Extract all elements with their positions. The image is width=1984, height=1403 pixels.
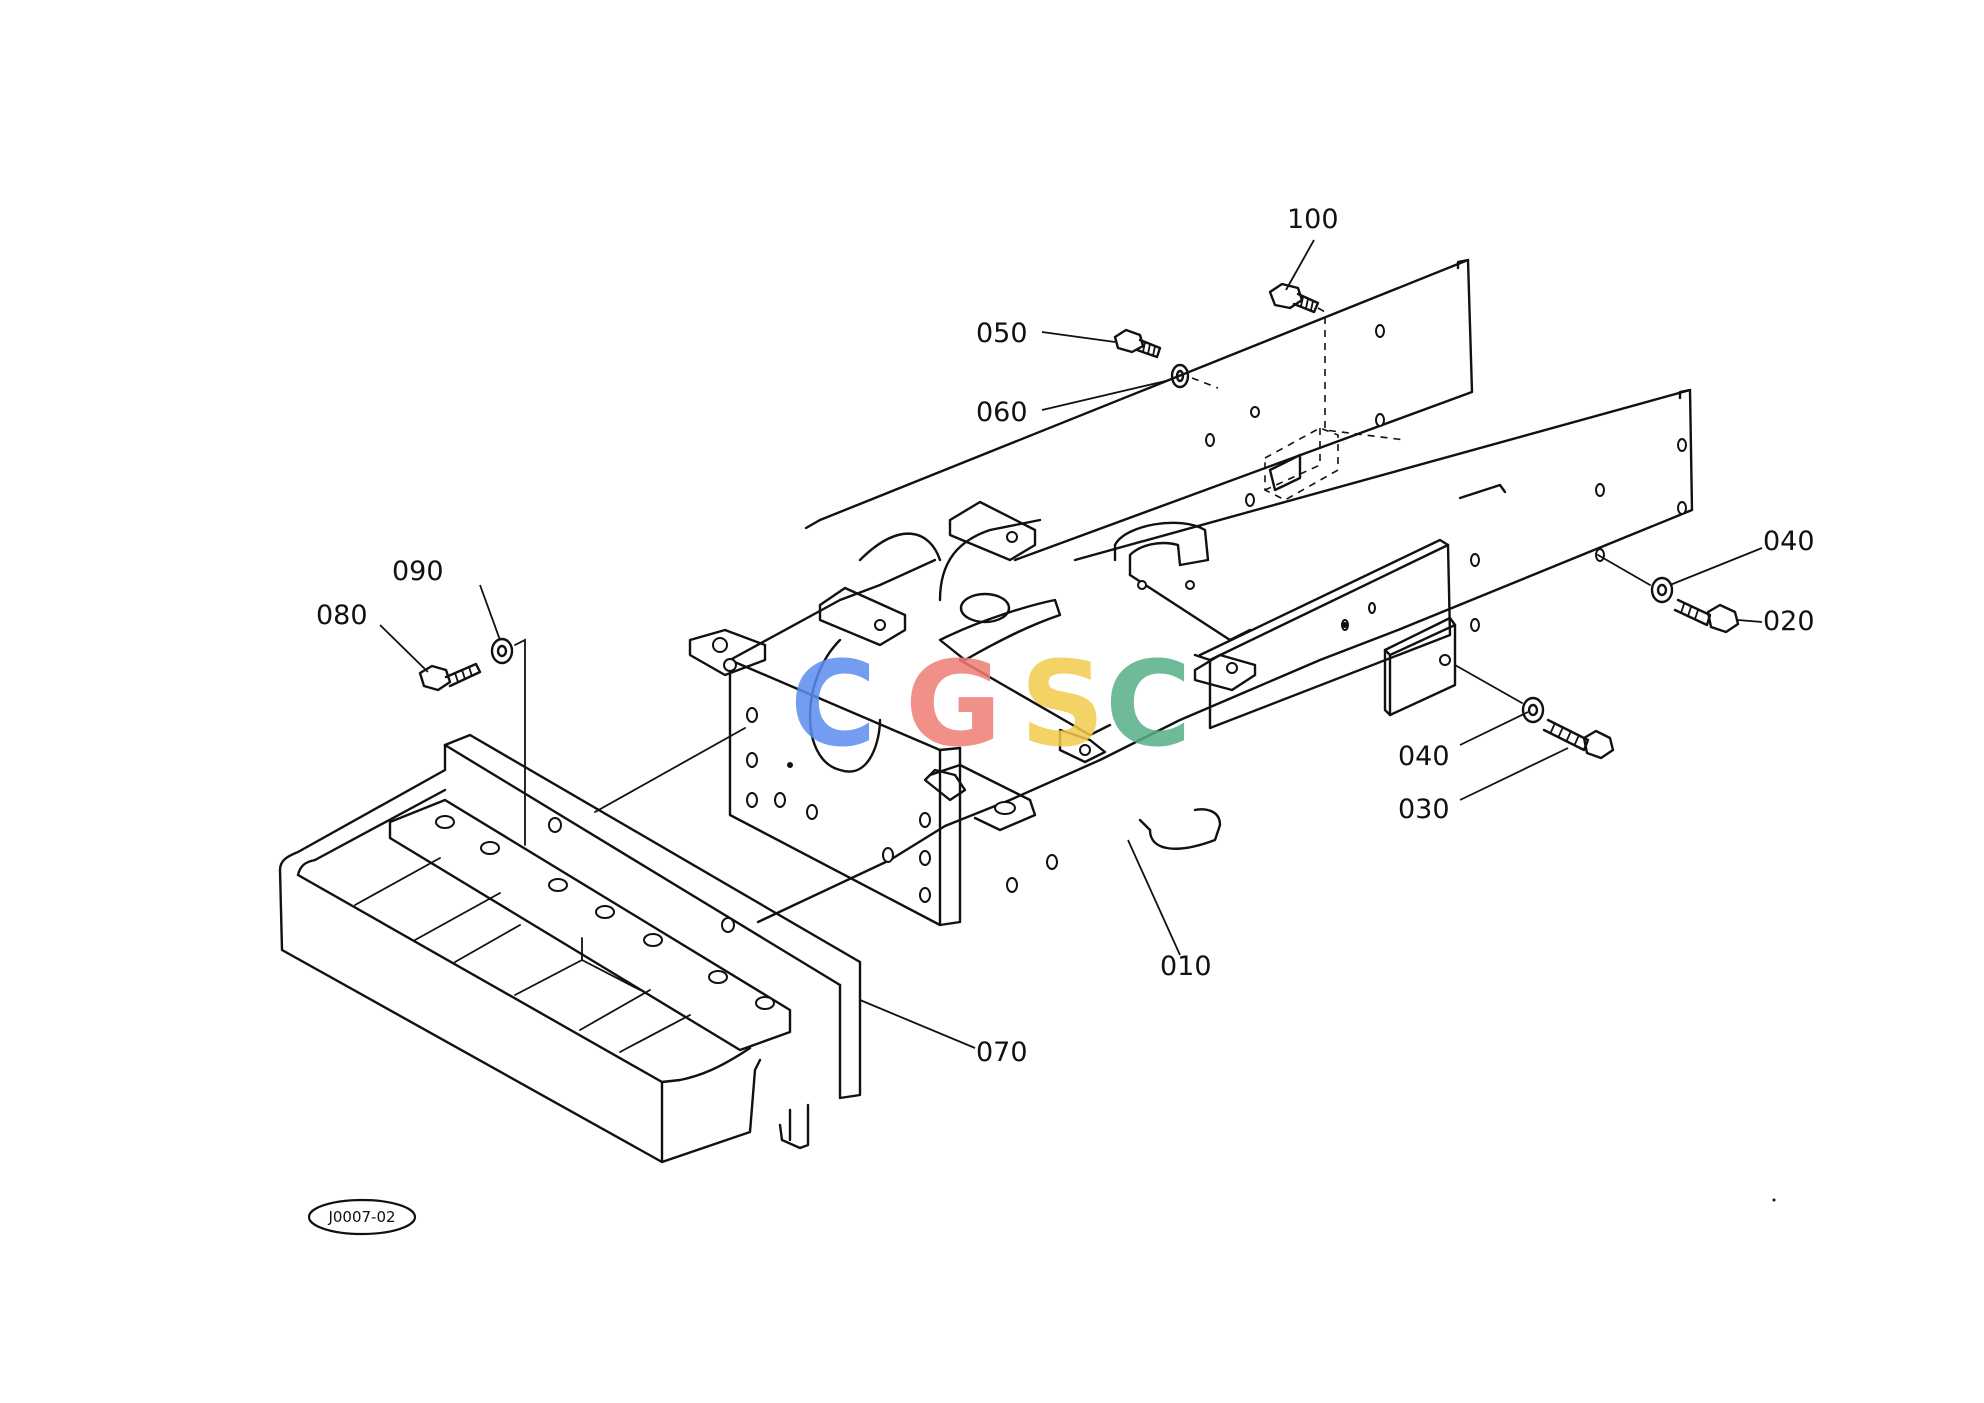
watermark-letter: C <box>1105 635 1192 773</box>
watermark-letter: S <box>1020 635 1105 773</box>
leader-lines <box>379 239 1763 1049</box>
callout-070: 070 <box>976 1037 1028 1068</box>
callout-080: 080 <box>316 600 368 631</box>
callout-050: 050 <box>976 318 1028 349</box>
washer-040-lower <box>1454 664 1545 724</box>
diagram-code-badge: J0007-02 <box>307 1198 417 1236</box>
bolt-100 <box>1268 282 1406 441</box>
watermark-letter: G <box>905 635 1002 773</box>
callout-090: 090 <box>392 556 444 587</box>
callout-020: 020 <box>1763 606 1815 637</box>
main-frame <box>688 258 1694 927</box>
callout-030: 030 <box>1398 794 1450 825</box>
bolt-080 <box>418 662 482 692</box>
callout-040-lower: 040 <box>1398 741 1450 772</box>
washer-060 <box>1170 363 1219 389</box>
watermark: C G S C <box>790 635 1192 773</box>
callouts: 100 050 060 090 080 040 020 040 030 010 … <box>316 204 1815 1068</box>
diagram-code: J0007-02 <box>327 1208 395 1226</box>
washer-040-upper <box>1597 554 1674 604</box>
washer-090 <box>490 637 526 846</box>
callout-040-upper: 040 <box>1763 526 1815 557</box>
watermark-letter: C <box>790 635 877 773</box>
bolt-020 <box>1673 598 1740 634</box>
callout-100: 100 <box>1287 204 1339 235</box>
bolt-050 <box>1113 328 1162 359</box>
callout-060: 060 <box>976 397 1028 428</box>
nut-plate <box>1264 427 1339 501</box>
bolt-030 <box>1542 718 1615 760</box>
callout-010: 010 <box>1160 951 1212 982</box>
rear-tray <box>278 727 862 1164</box>
